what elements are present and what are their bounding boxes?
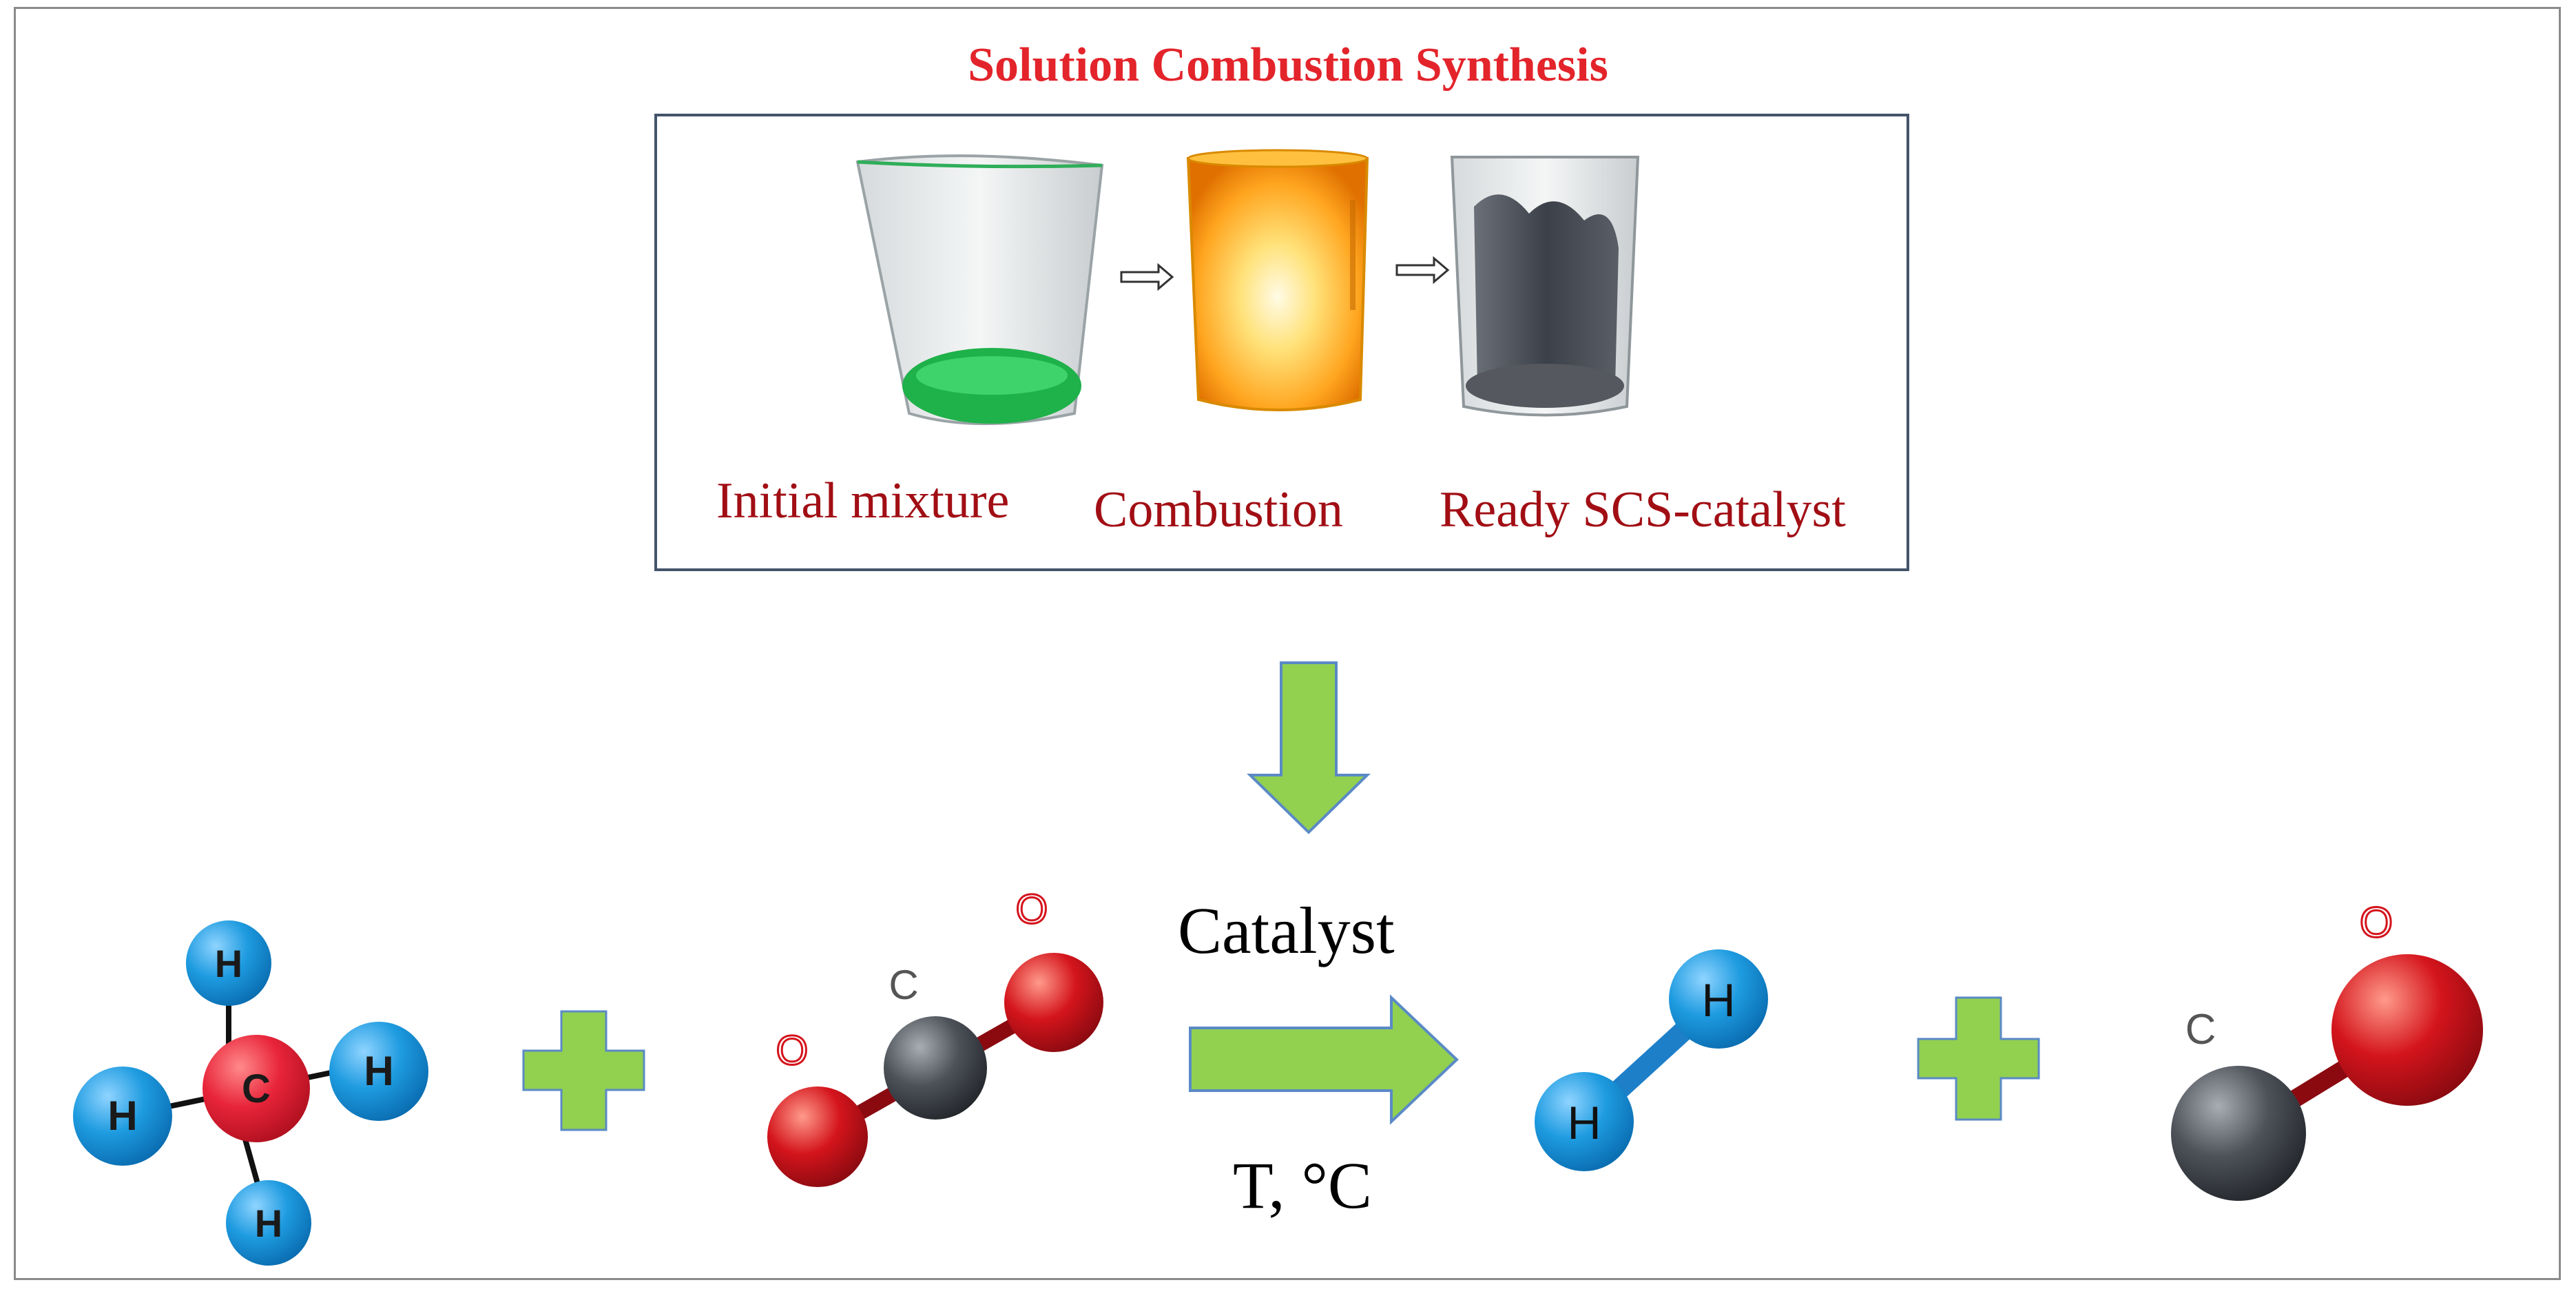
methane-molecule: H H H H C xyxy=(73,920,428,1266)
co-c-label: C xyxy=(2185,1006,2216,1053)
caption-initial-mixture: Initial mixture xyxy=(716,473,1010,529)
co-o-label: O xyxy=(2360,899,2393,947)
caption-combustion: Combustion xyxy=(1094,482,1343,538)
down-arrow-icon xyxy=(1247,661,1371,834)
methane-c-label: C xyxy=(242,1067,271,1111)
beaker-combustion xyxy=(1186,149,1369,411)
reaction-arrow-icon xyxy=(1189,994,1459,1125)
hydrogen-molecule: H H xyxy=(1535,949,1768,1171)
carbon-monoxide-molecule: C O xyxy=(2171,898,2483,1201)
co2-o-label-1: O xyxy=(776,1027,809,1073)
methane-h-label-1: H xyxy=(215,942,242,985)
reaction-condition-catalyst: Catalyst xyxy=(1178,894,1395,967)
figure-frame xyxy=(14,7,2561,1280)
step-arrow-2-icon xyxy=(1395,256,1450,285)
beaker-ready-catalyst xyxy=(1450,156,1640,417)
synthesis-steps-box xyxy=(654,114,1909,571)
h2-h-label-1: H xyxy=(1701,974,1735,1027)
figure-title: Solution Combustion Synthesis xyxy=(968,39,1608,92)
caption-ready-catalyst: Ready SCS-catalyst xyxy=(1440,482,1846,538)
methane-h-label-4: H xyxy=(255,1202,282,1245)
step-arrow-1-icon xyxy=(1120,262,1174,291)
plus-sign-icon xyxy=(1917,996,2040,1121)
h2-h-label-2: H xyxy=(1567,1097,1601,1149)
co2-o-label-2: O xyxy=(1016,886,1048,932)
reaction-condition-temperature: T, °C xyxy=(1233,1148,1372,1222)
co2-c-label: C xyxy=(889,962,918,1008)
methane-h-label-3: H xyxy=(364,1048,393,1094)
plus-sign-icon xyxy=(522,1010,645,1131)
carbon-dioxide-molecule: O C O xyxy=(767,885,1103,1187)
methane-h-label-2: H xyxy=(107,1093,137,1139)
beaker-initial-mixture xyxy=(855,154,1104,425)
